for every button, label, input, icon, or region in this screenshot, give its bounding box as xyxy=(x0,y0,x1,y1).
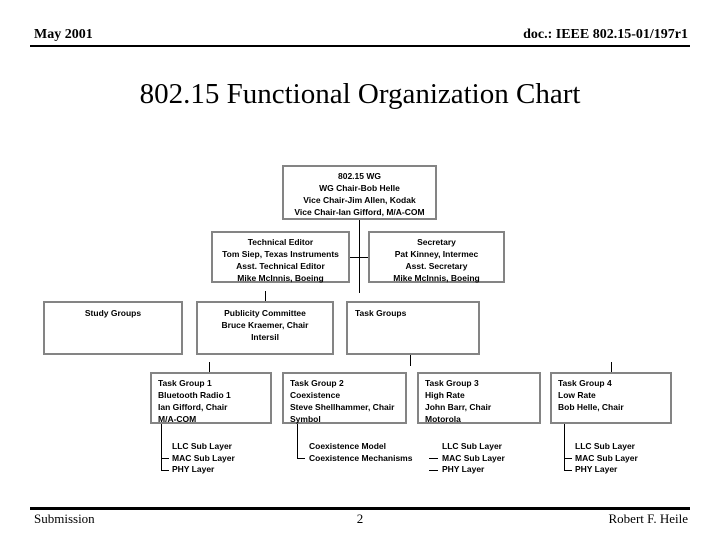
task-groups-label: Task Groups xyxy=(355,308,407,318)
box-task-group-4: Task Group 4 Low Rate Bob Helle, Chair xyxy=(550,372,672,424)
box-task-group-2: Task Group 2 Coexistence Steve Shellhamm… xyxy=(282,372,407,424)
tg3-mac-tick xyxy=(429,458,438,459)
connector-tg1-up xyxy=(209,362,210,372)
footer-author: Robert F. Heile xyxy=(608,511,688,526)
sec-title: Secretary xyxy=(417,237,456,247)
sec-asst-name: Mike McInnis, Boeing xyxy=(393,273,480,283)
tg1-sublist-spine xyxy=(161,424,162,471)
tg4-phy-tick xyxy=(564,470,572,471)
tg4-mac-tick xyxy=(564,458,572,459)
te-title: Technical Editor xyxy=(247,237,314,247)
tg1-llc-layer: LLC Sub Layer xyxy=(172,441,232,451)
te-asst-title: Asst. Technical Editor xyxy=(236,261,325,271)
box-technical-editor: Technical Editor Tom Siep, Texas Instrum… xyxy=(211,231,350,283)
tg1-phy-layer: PHY Layer xyxy=(172,464,215,474)
tg3-phy-tick xyxy=(429,470,438,471)
header-divider xyxy=(30,45,690,47)
tg3-llc-layer: LLC Sub Layer xyxy=(442,441,502,451)
wg-chair: WG Chair-Bob Helle xyxy=(319,183,400,193)
publicity-title: Publicity Committee xyxy=(224,308,306,318)
connector-editor-secretary xyxy=(350,257,368,258)
wg-vice-chair-2: Vice Chair-Ian Gifford, M/A-COM xyxy=(294,207,425,217)
tg3-title: Task Group 3 xyxy=(425,378,479,388)
tg1-title: Task Group 1 xyxy=(158,378,212,388)
tg3-chair: John Barr, Chair xyxy=(425,402,492,412)
slide-title: 802.15 Functional Organization Chart xyxy=(139,78,581,110)
te-asst-name: Mike McInnis, Boeing xyxy=(237,273,324,283)
tg3-phy-layer: PHY Layer xyxy=(442,464,485,474)
tg1-topic: Bluetooth Radio 1 xyxy=(158,390,231,400)
box-study-groups: Study Groups xyxy=(43,301,183,355)
tg2-item-list: Coexistence Model Coexistence Mechanisms xyxy=(309,441,412,464)
tg1-phy-tick xyxy=(161,470,169,471)
connector-tg4-up xyxy=(611,362,612,372)
tg2-coexistence-model: Coexistence Model xyxy=(309,441,386,451)
publicity-chair: Bruce Kraemer, Chair xyxy=(221,320,309,330)
tg3-layer-list: LLC Sub Layer MAC Sub Layer PHY Layer xyxy=(442,441,505,476)
tg1-company: M/A-COM xyxy=(158,414,197,424)
tg2-company: Symbol xyxy=(290,414,321,424)
tg1-chair: Ian Gifford, Chair xyxy=(158,402,228,412)
tg1-layer-list: LLC Sub Layer MAC Sub Layer PHY Layer xyxy=(172,441,235,476)
tg4-sublist-spine xyxy=(564,424,565,471)
box-publicity-committee: Publicity Committee Bruce Kraemer, Chair… xyxy=(196,301,334,355)
te-name: Tom Siep, Texas Instruments xyxy=(222,249,339,259)
tg3-topic: High Rate xyxy=(425,390,465,400)
sec-asst-title: Asst. Secretary xyxy=(405,261,468,271)
tg4-layer-list: LLC Sub Layer MAC Sub Layer PHY Layer xyxy=(575,441,638,476)
tg2-title: Task Group 2 xyxy=(290,378,344,388)
tg2-mechanisms-tick xyxy=(297,458,305,459)
connector-wg-down xyxy=(359,220,360,293)
tg2-topic: Coexistence xyxy=(290,390,341,400)
wg-vice-chair-1: Vice Chair-Jim Allen, Kodak xyxy=(303,195,416,205)
tg2-coexistence-mechanisms: Coexistence Mechanisms xyxy=(309,452,413,463)
footer-submission: Submission xyxy=(34,511,95,526)
tg4-title: Task Group 4 xyxy=(558,378,612,388)
header-date: May 2001 xyxy=(34,27,93,42)
footer-page-number: 2 xyxy=(356,511,364,526)
tg2-sublist-spine xyxy=(297,424,298,459)
box-secretary: Secretary Pat Kinney, Intermec Asst. Sec… xyxy=(368,231,505,283)
sec-name: Pat Kinney, Intermec xyxy=(394,249,479,259)
box-task-group-3: Task Group 3 High Rate John Barr, Chair … xyxy=(417,372,541,424)
publicity-company: Intersil xyxy=(251,332,279,342)
tg3-mac-layer: MAC Sub Layer xyxy=(442,452,505,463)
tg4-mac-layer: MAC Sub Layer xyxy=(575,452,638,463)
wg-title: 802.15 WG xyxy=(338,171,381,181)
footer-divider xyxy=(30,507,690,510)
header-doc-id: doc.: IEEE 802.15-01/197r1 xyxy=(523,27,688,42)
tg4-phy-layer: PHY Layer xyxy=(575,464,618,474)
tg4-chair: Bob Helle, Chair xyxy=(558,402,624,412)
box-task-groups: Task Groups xyxy=(346,301,480,355)
study-groups-label: Study Groups xyxy=(84,308,142,318)
box-task-group-1: Task Group 1 Bluetooth Radio 1 Ian Giffo… xyxy=(150,372,272,424)
tg2-chair: Steve Shellhammer, Chair xyxy=(290,402,395,412)
tg4-topic: Low Rate xyxy=(558,390,596,400)
tg1-mac-tick xyxy=(161,458,169,459)
tg3-company: Motorola xyxy=(425,414,461,424)
connector-taskgroups-down xyxy=(410,355,411,366)
tg1-mac-layer: MAC Sub Layer xyxy=(172,452,235,463)
box-802-15-wg: 802.15 WG WG Chair-Bob Helle Vice Chair-… xyxy=(282,165,437,220)
tg4-llc-layer: LLC Sub Layer xyxy=(575,441,635,451)
connector-publicity-up xyxy=(265,291,266,302)
